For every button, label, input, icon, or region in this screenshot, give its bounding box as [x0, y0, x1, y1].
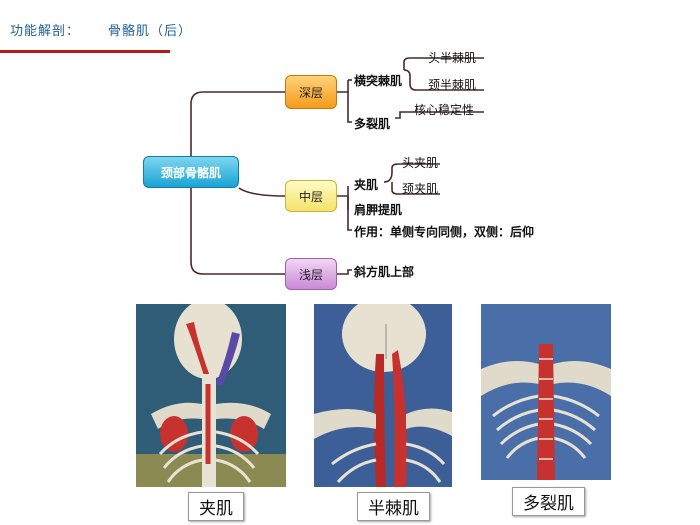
title-subtitle: 骨骼肌（后）	[108, 24, 193, 39]
deep-layer-node: 深层	[285, 75, 337, 109]
middle-layer-node: 中层	[285, 180, 337, 212]
caption-semispinalis: 半棘肌	[357, 492, 430, 521]
label-core-stability: 核心稳定性	[414, 103, 475, 117]
connector-root-deep	[190, 91, 285, 156]
connector-root-shallow	[190, 188, 285, 275]
connector-deep-fork	[337, 91, 352, 123]
label-multifidus: 多裂肌	[354, 117, 391, 131]
title-underline	[0, 50, 170, 53]
label-transversospinalis: 横突棘肌	[354, 74, 403, 88]
mindmap-connectors	[190, 57, 484, 275]
label-splenius: 夹肌	[354, 178, 379, 192]
label-semispinalis-cervicis: 颈半棘肌	[428, 78, 477, 92]
caption-multifidus: 多裂肌	[512, 487, 585, 516]
page-title: 功能解剖： 骨骼肌（后）	[10, 20, 192, 39]
shallow-layer-node: 浅层	[285, 258, 337, 290]
splenius-illustration	[136, 304, 286, 487]
middle-layer-label: 中层	[298, 189, 323, 204]
shallow-layer-label: 浅层	[298, 267, 323, 282]
root-label: 颈部骨骼肌	[160, 165, 221, 180]
label-splenius-capitis: 头夹肌	[402, 156, 439, 170]
label-levator-scapulae: 肩胛提肌	[354, 203, 403, 217]
label-splenius-cervicis: 颈夹肌	[402, 182, 439, 196]
label-function-note: 作用：单侧专向同侧，双侧：后仰	[354, 225, 535, 239]
semispinalis-illustration	[314, 304, 452, 487]
root-node: 颈部骨骼肌	[143, 156, 239, 188]
label-trapezius-upper: 斜方肌上部	[354, 265, 415, 279]
title-main: 功能解剖：	[10, 24, 81, 39]
connector-root-middle	[238, 187, 286, 197]
multifidus-illustration	[481, 304, 611, 480]
caption-splenius: 夹肌	[188, 492, 244, 521]
label-semispinalis-capitis: 头半棘肌	[428, 51, 477, 65]
deep-layer-label: 深层	[298, 85, 323, 100]
